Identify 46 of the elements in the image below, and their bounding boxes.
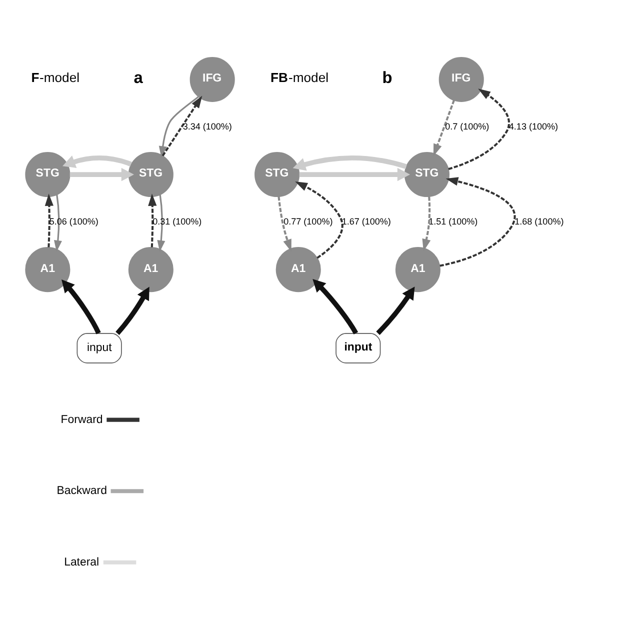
edge-label: 0.77 (100%) <box>284 216 333 226</box>
arrow <box>278 196 292 252</box>
arrow <box>422 196 431 251</box>
node-circle: STG <box>404 152 450 197</box>
arrow <box>292 155 407 170</box>
edge-label: 3.34 (100%) <box>182 120 232 131</box>
edge-label: 4.13 (100%) <box>508 120 558 131</box>
arrow <box>440 176 516 266</box>
legend-label: Lateral <box>64 556 100 568</box>
legend-label: Backward <box>56 484 107 497</box>
arrow <box>433 100 455 156</box>
node-circle: A1 <box>276 246 321 292</box>
node-box: input <box>76 332 122 363</box>
arrow <box>157 194 166 252</box>
node-box: input <box>336 332 381 363</box>
edge-label: 1.68 (100%) <box>514 216 564 226</box>
arrow <box>148 193 157 247</box>
edge-label: 1.67 (100%) <box>342 216 391 226</box>
node-circle: A1 <box>25 246 70 292</box>
node-circle: IFG <box>438 56 484 102</box>
arrow <box>376 286 415 334</box>
node-circle: STG <box>128 152 174 197</box>
node-circle: STG <box>25 152 70 197</box>
node-circle: STG <box>254 152 300 197</box>
legend-label: Forward <box>60 413 103 426</box>
edge-label: 0.31 (100%) <box>152 216 202 226</box>
arrow <box>62 278 101 334</box>
arrow <box>44 193 54 247</box>
label: a <box>134 68 143 86</box>
label: F-model <box>31 69 80 84</box>
node-circle: IFG <box>190 56 235 102</box>
label: b <box>382 68 392 86</box>
label: FB-model <box>270 69 329 84</box>
node-circle: A1 <box>128 246 174 292</box>
node-circle: A1 <box>395 246 440 292</box>
arrow <box>62 154 132 168</box>
arrow <box>299 167 410 181</box>
edge-label: 0.7 (100%) <box>445 120 490 131</box>
arrow <box>448 88 510 170</box>
edge-label: 5.06 (100%) <box>49 216 98 226</box>
edge-label: 1.51 (100%) <box>428 216 478 226</box>
arrow <box>312 278 358 334</box>
arrow <box>116 286 150 334</box>
arrow <box>295 181 344 258</box>
arrow <box>54 194 62 252</box>
arrow <box>70 167 134 181</box>
